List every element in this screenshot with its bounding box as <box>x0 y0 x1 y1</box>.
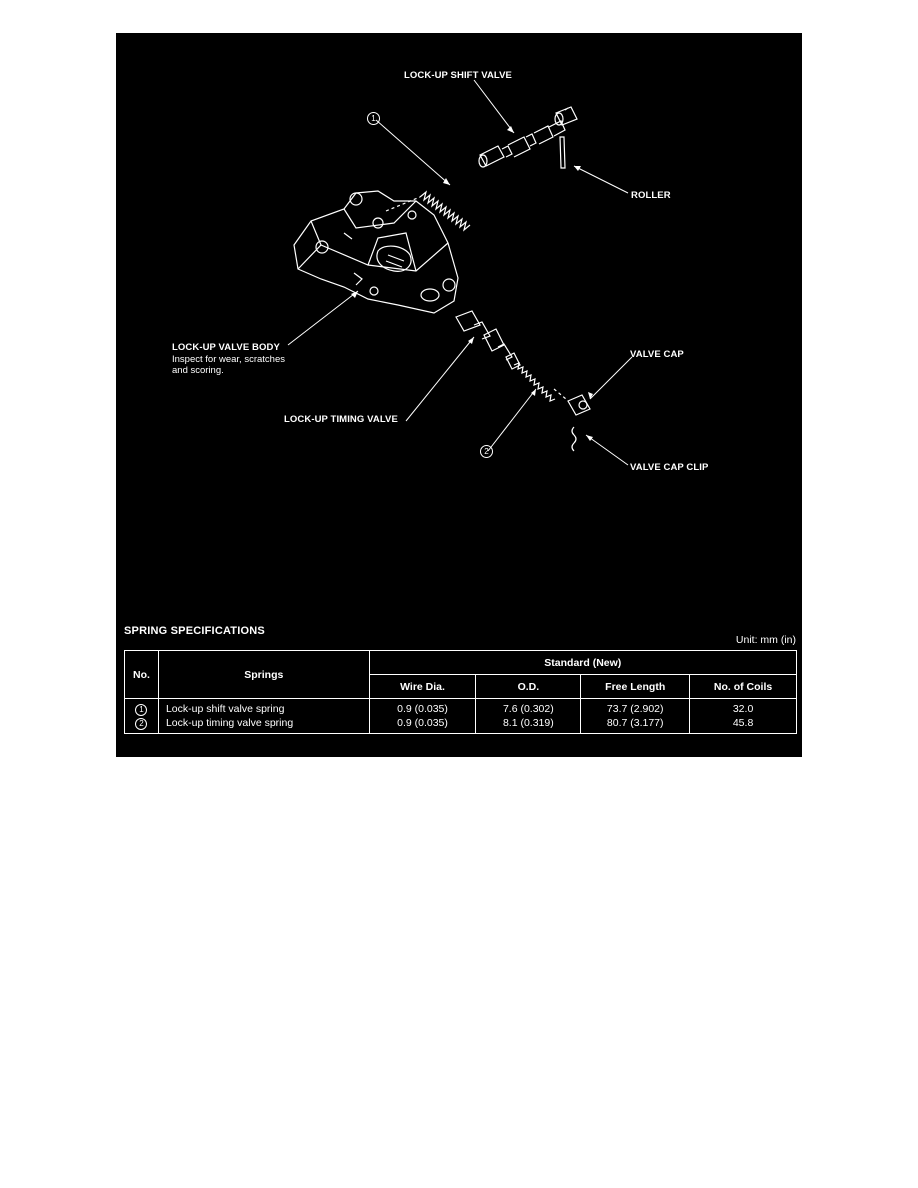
shift-valve-spring <box>419 190 471 232</box>
header-free-length: Free Length <box>580 674 691 699</box>
lockup-timing-valve-drawing <box>455 310 521 370</box>
roller-drawing <box>559 136 566 169</box>
header-springs: Springs <box>157 650 370 699</box>
header-coils: No. of Coils <box>689 674 797 699</box>
valve-body-note-line-1: Inspect for wear, scratches <box>172 354 285 365</box>
row-number: 2 <box>135 717 148 730</box>
lockup-valve-body-label: LOCK-UP VALVE BODY <box>172 342 280 353</box>
lockup-shift-valve-label: LOCK-UP SHIFT VALVE <box>404 70 512 81</box>
valve-cap-clip-drawing <box>571 426 577 452</box>
header-od: O.D. <box>475 674 582 699</box>
valve-body-exploded-diagram <box>287 79 633 466</box>
spring-name: Lock-up shift valve spring <box>157 698 370 716</box>
lockup-valve-body-drawing <box>293 190 459 314</box>
shift-valve-end-plug <box>555 106 578 126</box>
row-number: 1 <box>135 703 148 716</box>
spring-name: Lock-up timing valve spring <box>157 716 370 734</box>
table-row: 1 Lock-up shift valve spring 0.9 (0.035)… <box>124 698 797 716</box>
valve-cap-drawing <box>567 394 591 416</box>
wire-dia-value: 0.9 (0.035) <box>368 698 477 716</box>
timing-valve-spring <box>513 362 556 402</box>
coils-value: 32.0 <box>689 698 797 716</box>
header-wire-dia: Wire Dia. <box>368 674 477 699</box>
wire-dia-value: 0.9 (0.035) <box>368 716 477 734</box>
valve-cap-clip-label: VALVE CAP CLIP <box>630 462 709 473</box>
exploded-view-figure: LOCK-UP SHIFT VALVE 1 ROLLER LOCK-UP VAL… <box>116 33 802 757</box>
valve-cap-label: VALVE CAP <box>630 349 684 360</box>
spring-specifications-title: SPRING SPECIFICATIONS <box>124 625 265 637</box>
free-length-value: 73.7 (2.902) <box>580 698 691 716</box>
valve-body-note-line-2: and scoring. <box>172 365 224 376</box>
header-no: No. <box>124 650 159 699</box>
table-header-row: No. Springs Standard (New) <box>124 650 798 699</box>
lockup-shift-valve-drawing <box>478 120 566 168</box>
unit-label: Unit: mm (in) <box>735 634 796 646</box>
od-value: 8.1 (0.319) <box>475 716 582 734</box>
callout-1-badge: 1 <box>367 112 380 125</box>
header-standard-new: Standard (New) <box>368 650 798 675</box>
coils-value: 45.8 <box>689 716 797 734</box>
roller-label: ROLLER <box>631 190 671 201</box>
leader-lines <box>287 79 633 466</box>
callout-2-badge: 2 <box>480 445 493 458</box>
table-subheader-row: Wire Dia. O.D. Free Length No. of Coils <box>125 674 797 699</box>
od-value: 7.6 (0.302) <box>475 698 582 716</box>
lockup-timing-valve-label: LOCK-UP TIMING VALVE <box>284 414 398 425</box>
free-length-value: 80.7 (3.177) <box>580 716 691 734</box>
spring-specifications-table: No. Springs Standard (New) Wire Dia. O.D… <box>124 650 798 734</box>
table-row: 2 Lock-up timing valve spring 0.9 (0.035… <box>124 716 797 734</box>
